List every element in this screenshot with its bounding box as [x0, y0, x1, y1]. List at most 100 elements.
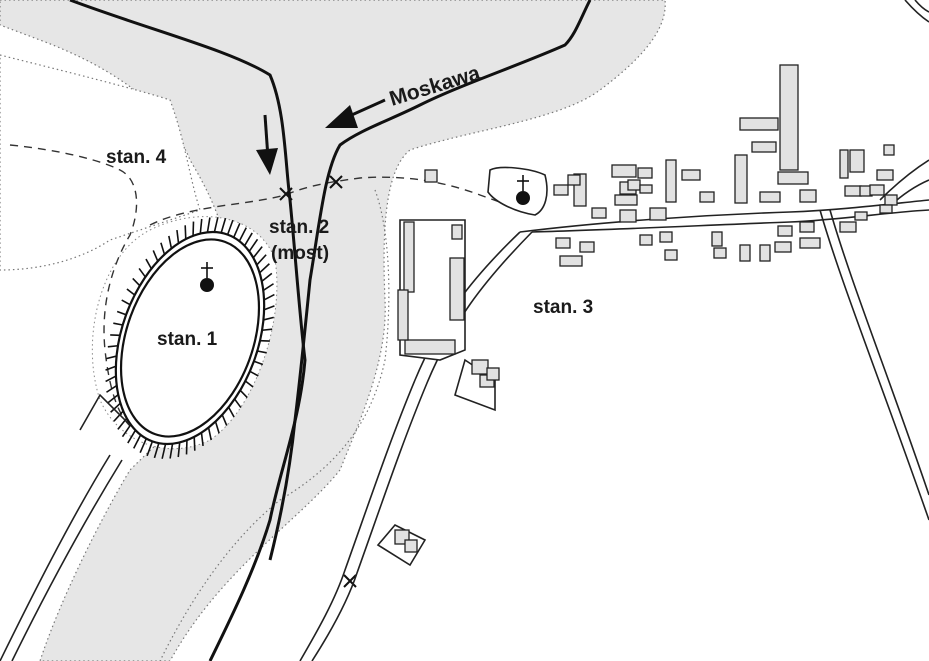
- building: [799, 221, 815, 233]
- rampart-hachure: [110, 402, 121, 413]
- rampart-hachure: [169, 443, 174, 459]
- hillfort-island: [91, 216, 278, 450]
- rampart-hachure: [121, 424, 132, 438]
- rampart-hachure: [227, 406, 235, 418]
- church-icon: [200, 262, 214, 292]
- rampart-hachure: [252, 246, 263, 259]
- rampart-ring: [119, 238, 261, 438]
- rampart-hachure: [249, 370, 259, 377]
- rampart-hachure: [116, 310, 127, 316]
- building: [839, 221, 857, 233]
- building: [844, 185, 862, 197]
- building: [777, 225, 793, 237]
- rampart-hachure: [153, 442, 160, 459]
- building: [627, 179, 641, 191]
- building: [649, 207, 667, 221]
- bridge-cross-icon: [279, 175, 357, 588]
- rampart-hachure: [244, 380, 254, 388]
- rampart-hachure: [206, 217, 211, 233]
- building: [665, 159, 677, 203]
- building: [659, 231, 673, 243]
- rampart-hachure: [243, 232, 253, 247]
- rampart-hachure: [261, 328, 273, 332]
- rampart-hachure: [107, 344, 119, 348]
- building: [884, 194, 898, 206]
- floodplain-area: [0, 0, 666, 661]
- building: [854, 211, 868, 221]
- river-channel-left: [69, 0, 307, 661]
- building: [869, 184, 885, 196]
- old-riverbed-dashed: [9, 144, 138, 431]
- rampart-hachure: [233, 398, 242, 409]
- site-label-2: stan. 2: [269, 217, 329, 238]
- rampart-hachure: [113, 322, 123, 326]
- building: [839, 149, 849, 179]
- rampart-hachure: [127, 429, 137, 444]
- building: [424, 169, 438, 183]
- building: [759, 244, 771, 262]
- rampart-hachure: [160, 242, 166, 255]
- building: [553, 184, 569, 196]
- building: [699, 191, 715, 203]
- building: [619, 209, 637, 223]
- rampart-hachure: [193, 436, 196, 451]
- rampart-hachure: [261, 272, 273, 282]
- building: [486, 367, 500, 381]
- rampart-hachure: [168, 235, 173, 249]
- rampart-hachure: [176, 229, 180, 244]
- rampart-hachure: [259, 263, 270, 274]
- building: [711, 231, 723, 247]
- rampart-hachure: [184, 225, 187, 240]
- rampart-hachure: [262, 283, 274, 292]
- building: [555, 237, 571, 249]
- rampart-hachure: [161, 443, 167, 459]
- rampart-hachure: [106, 384, 118, 393]
- rampart-hachure: [253, 360, 264, 366]
- site-label-1: stan. 1: [157, 329, 218, 350]
- rampart-hachure: [106, 355, 117, 360]
- rampart-hachure: [226, 219, 234, 235]
- rampart-hachure: [248, 238, 259, 252]
- rampart-hachure: [239, 389, 248, 399]
- floodplain-edge: [159, 189, 390, 661]
- building: [559, 255, 583, 267]
- building: [879, 204, 893, 214]
- rampart-hachure: [105, 375, 117, 383]
- rampart-hachure: [221, 414, 228, 426]
- building: [567, 174, 581, 186]
- building: [777, 171, 809, 185]
- building: [849, 149, 865, 173]
- trail-dashed: [149, 176, 541, 226]
- rampart-hachure: [121, 299, 131, 306]
- hachure-rampart: [105, 217, 275, 459]
- rampart-hachure: [107, 394, 119, 404]
- rampart-hachure: [113, 410, 124, 422]
- rampart-hachure: [207, 427, 212, 441]
- building: [799, 189, 817, 203]
- building: [614, 194, 638, 206]
- building: [713, 247, 727, 259]
- building: [579, 241, 595, 253]
- building: [759, 191, 781, 203]
- rampart-hachure: [263, 316, 274, 321]
- rampart-hachure: [152, 250, 159, 262]
- rampart-hachure: [177, 442, 181, 458]
- rampart-hachure: [213, 217, 219, 233]
- building: [639, 234, 653, 246]
- rampart-hachure: [257, 350, 267, 354]
- river-channel-right: [268, 0, 592, 561]
- rampart-hachure: [126, 288, 136, 296]
- river-flow-arrow-icon: [256, 114, 278, 175]
- building: [779, 64, 799, 171]
- building: [404, 539, 418, 553]
- river-flow-arrow-icon: [325, 98, 386, 128]
- building: [739, 117, 779, 131]
- building: [639, 184, 653, 194]
- building: [681, 169, 701, 181]
- building: [591, 207, 607, 219]
- rampart-hachure: [146, 441, 154, 457]
- site-label-3: stan. 3: [533, 297, 593, 318]
